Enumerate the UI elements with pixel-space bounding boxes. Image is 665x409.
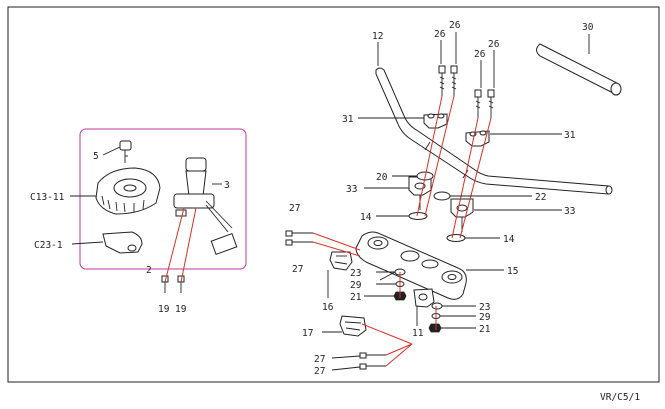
bolt-27-d bbox=[359, 363, 386, 370]
callout-21-a: 21 bbox=[350, 292, 362, 303]
callout-26-c: 26 bbox=[474, 49, 486, 60]
screw-19-b bbox=[177, 275, 185, 293]
lock-bracket bbox=[102, 231, 143, 254]
clamp-11 bbox=[413, 288, 435, 308]
washer-14-b bbox=[446, 234, 466, 242]
callout-30: 30 bbox=[582, 22, 594, 33]
nut-21-b bbox=[428, 323, 442, 333]
handlebar-bar bbox=[375, 67, 613, 195]
callout-33-a: 33 bbox=[346, 184, 357, 195]
bracket-16 bbox=[329, 251, 353, 271]
callout-26-a: 26 bbox=[434, 29, 446, 40]
callout-33-b: 33 bbox=[564, 206, 575, 217]
callout-14-a: 14 bbox=[360, 212, 372, 223]
leader-lines bbox=[70, 32, 590, 371]
callout-26-d: 26 bbox=[488, 39, 500, 50]
bolt-27-c bbox=[359, 352, 386, 359]
upper-clamp-right bbox=[465, 130, 490, 147]
callout-23-b: 23 bbox=[479, 302, 490, 313]
connector-lines bbox=[164, 95, 492, 367]
callout-23-a: 23 bbox=[350, 268, 361, 279]
bolt-26-c bbox=[474, 89, 482, 118]
callout-20: 20 bbox=[376, 172, 388, 183]
ignition-key bbox=[119, 140, 132, 163]
callout-3: 3 bbox=[224, 180, 230, 191]
callout-27-c: 27 bbox=[314, 354, 325, 365]
callout-27-d: 27 bbox=[314, 366, 325, 377]
lower-holder-left bbox=[408, 176, 432, 210]
callout-12: 12 bbox=[372, 31, 383, 42]
callout-26-b: 26 bbox=[449, 20, 461, 31]
callout-31-b: 31 bbox=[564, 130, 576, 141]
callout-19-b: 19 bbox=[175, 304, 187, 315]
callout-15: 15 bbox=[507, 266, 518, 277]
bolt-26-a bbox=[438, 65, 446, 96]
callout-17: 17 bbox=[302, 328, 313, 339]
callout-29-a: 29 bbox=[350, 280, 362, 291]
callout-31-a: 31 bbox=[342, 114, 354, 125]
diagram-frame bbox=[7, 6, 660, 383]
bracket-17 bbox=[339, 315, 367, 337]
triple-clamp bbox=[355, 231, 467, 300]
callout-c13-11: C13-11 bbox=[30, 192, 65, 203]
callout-22: 22 bbox=[535, 192, 546, 203]
callout-5: 5 bbox=[93, 151, 99, 162]
callout-11: 11 bbox=[412, 328, 424, 339]
callout-27-b: 27 bbox=[292, 264, 303, 275]
callout-16: 16 bbox=[322, 302, 334, 313]
diagram-ref-code: VR/C5/1 bbox=[600, 392, 640, 403]
callout-c23-1: C23-1 bbox=[34, 240, 63, 251]
callout-27-a: 27 bbox=[289, 203, 300, 214]
callout-29-b: 29 bbox=[479, 312, 491, 323]
screw-19-a bbox=[161, 275, 169, 293]
washer-23-b bbox=[431, 302, 443, 310]
handlebar-grip bbox=[536, 43, 622, 96]
callout-21-b: 21 bbox=[479, 324, 491, 335]
ignition-group-box bbox=[79, 128, 247, 270]
bolt-26-b bbox=[450, 65, 458, 96]
callout-2: 2 bbox=[146, 265, 152, 276]
callout-14-b: 14 bbox=[503, 234, 515, 245]
callout-19-a: 19 bbox=[158, 304, 170, 315]
rubber-22 bbox=[433, 191, 451, 201]
bolt-26-d bbox=[487, 89, 495, 118]
bolt-27-a bbox=[285, 230, 313, 237]
ignition-switch bbox=[173, 157, 238, 255]
ignition-lock-housing bbox=[95, 167, 161, 215]
bolt-27-b bbox=[285, 239, 313, 246]
upper-clamp-left bbox=[423, 113, 448, 129]
lower-holder-right bbox=[450, 198, 474, 232]
